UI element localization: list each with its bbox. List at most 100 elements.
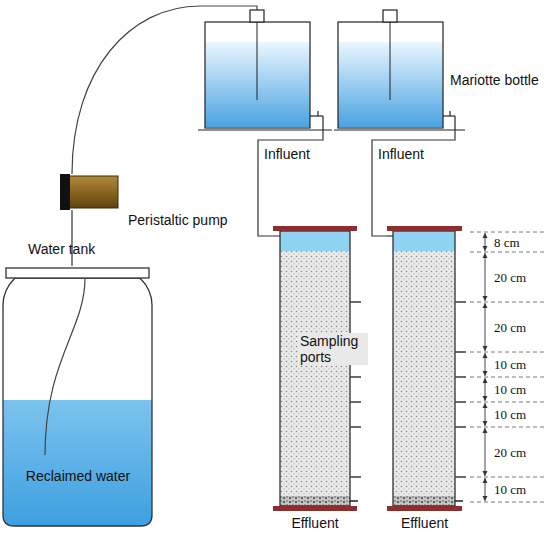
soil-column <box>393 231 455 251</box>
dimension-arrow <box>483 471 488 476</box>
sampling-port <box>455 401 466 403</box>
bottle-box: Mariotte bottle <box>338 6 458 130</box>
mariotte-bottle <box>322 116 323 130</box>
mariotte-bottle <box>205 22 310 128</box>
column-box: Effluent <box>273 226 357 511</box>
soil-column <box>280 231 350 251</box>
dimension-line <box>470 252 546 253</box>
dimension-line <box>470 477 546 478</box>
soil-column <box>273 506 357 511</box>
mariotte-bottle <box>338 22 443 128</box>
dimension-label: 20 cm <box>494 271 526 284</box>
mariotte-bottle <box>317 111 318 116</box>
soil-column <box>280 251 350 496</box>
mariotte-bottle <box>198 129 332 130</box>
mariotte-bottle <box>454 116 455 130</box>
dimension-label: 10 cm <box>494 408 526 421</box>
soil-column <box>387 226 462 231</box>
mariotte-bottle <box>198 10 332 130</box>
dimension-arrow <box>483 428 488 433</box>
dimension-arrow <box>483 233 488 238</box>
influent-label: Influent <box>264 146 310 162</box>
dimension-line <box>470 302 546 303</box>
dimension-arrow <box>485 428 486 476</box>
dimension-line <box>470 232 546 502</box>
water-tank <box>3 268 153 530</box>
effluent-label: Effluent <box>273 515 357 531</box>
sampling-port <box>455 301 466 303</box>
soil-column <box>455 500 463 502</box>
dimension-arrow <box>483 478 488 483</box>
dimension-label: 10 cm <box>494 483 526 496</box>
dimension-label: 10 cm <box>494 358 526 371</box>
sampling-port <box>455 351 466 353</box>
dimension-arrow <box>483 421 488 426</box>
dimension-arrow <box>483 303 488 308</box>
sampling-port <box>350 426 361 428</box>
dimension-line <box>470 377 546 378</box>
pump-tube <box>71 210 72 266</box>
water-tank-box: Water tankReclaimed water <box>2 266 154 528</box>
sampling-ports-label: Sampling ports <box>298 333 368 365</box>
mariotte-bottle <box>443 115 455 116</box>
tank-content-label: Reclaimed water <box>2 468 154 484</box>
dimension-arrow <box>483 253 488 258</box>
pump-label: Peristaltic pump <box>128 212 228 228</box>
suction-tube <box>45 278 85 455</box>
dimension-line <box>470 427 546 428</box>
effluent-label: Effluent <box>387 515 462 531</box>
dimension-arrow <box>483 371 488 376</box>
sampling-port <box>350 376 361 378</box>
influent-pipe <box>258 130 323 236</box>
dimension-line <box>470 502 546 503</box>
mariotte-bottle <box>310 115 323 116</box>
sampling-port <box>455 426 466 428</box>
soil-column <box>280 231 350 506</box>
dimension-arrow <box>485 253 486 301</box>
dimension-arrow <box>483 403 488 408</box>
soil-column <box>387 226 463 511</box>
soil-column <box>273 226 357 231</box>
soil-column <box>387 506 462 511</box>
soil-column <box>393 496 455 506</box>
suction-tube <box>45 278 85 455</box>
tank-label: Water tank <box>28 241 95 257</box>
soil-column <box>393 251 455 496</box>
water-tank <box>6 268 149 278</box>
bottle-label: Mariotte bottle <box>450 72 539 88</box>
dimension-line <box>470 232 546 233</box>
soil-column <box>393 231 455 506</box>
dimension-label: 20 cm <box>494 446 526 459</box>
dimension-label: 20 cm <box>494 321 526 334</box>
mariotte-bottle <box>250 10 264 22</box>
mariotte-bottle <box>257 22 258 100</box>
soil-column <box>280 496 350 506</box>
mariotte-bottle <box>334 129 465 130</box>
water-tank <box>3 278 152 526</box>
mariotte-bottle <box>383 10 397 22</box>
dimension-arrow <box>483 353 488 358</box>
dimension-arrow <box>483 396 488 401</box>
dimension-label: 8 cm <box>494 236 520 249</box>
sampling-port <box>350 401 361 403</box>
column-box: Effluent <box>387 226 462 511</box>
mariotte-bottle <box>390 22 391 100</box>
dimension-line <box>470 402 546 403</box>
dimension-line <box>470 352 546 353</box>
dimension-arrow <box>483 246 488 251</box>
dimension-arrow <box>485 303 486 351</box>
water-tank <box>3 400 153 530</box>
mariotte-bottle <box>334 10 465 130</box>
dimension-arrow <box>483 296 488 301</box>
dimension-arrow <box>483 496 488 501</box>
sampling-port <box>455 476 466 478</box>
mariotte-bottle <box>449 111 450 116</box>
pump-box: Peristaltic pump <box>60 174 120 210</box>
sampling-port <box>350 302 466 477</box>
sampling-port <box>350 301 361 303</box>
soil-column <box>273 226 358 511</box>
influent-pipe <box>387 235 393 236</box>
peristaltic-pump <box>68 176 118 208</box>
influent-pipe <box>258 130 393 236</box>
dimension-arrow <box>483 378 488 383</box>
